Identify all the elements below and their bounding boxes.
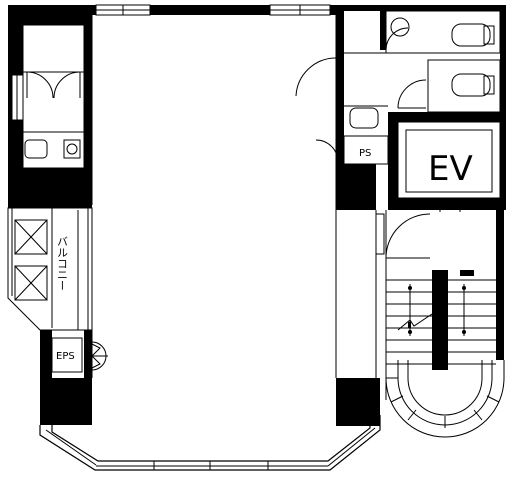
elevator-shaft bbox=[397, 121, 501, 212]
top-windows bbox=[95, 4, 331, 16]
kitchen-area bbox=[11, 24, 85, 169]
eps-room bbox=[51, 337, 108, 373]
ps-label: PS bbox=[359, 148, 371, 159]
bottom-windows bbox=[45, 427, 376, 470]
elevator-label: EV bbox=[428, 149, 473, 189]
service-core bbox=[295, 10, 501, 165]
thick-walls bbox=[8, 5, 506, 426]
stair-core-blocks bbox=[408, 270, 474, 370]
balcony-label: バルコニー bbox=[56, 236, 69, 291]
main-room-lines bbox=[91, 15, 337, 378]
balcony bbox=[7, 207, 93, 331]
eps-label: EPS bbox=[56, 351, 75, 362]
